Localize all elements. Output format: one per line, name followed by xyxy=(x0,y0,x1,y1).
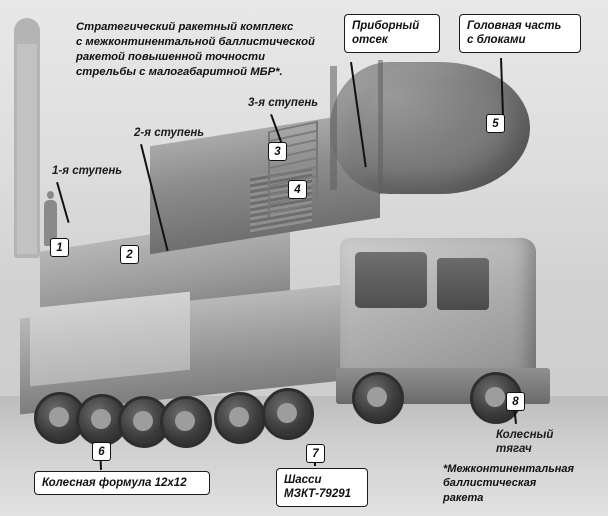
diagram-title: Стратегический ракетный комплекс с межко… xyxy=(76,21,315,79)
callout-label-wheel-tractor: Колесный тягач xyxy=(496,429,554,456)
wheel-4 xyxy=(160,396,212,448)
missile-band-1 xyxy=(330,66,337,190)
callout-number-warhead-section[interactable]: 5 xyxy=(486,114,505,133)
callout-box-wheel-formula[interactable]: Колесная формула 12х12 xyxy=(34,471,210,496)
wheel-6 xyxy=(262,388,314,440)
cab-windshield xyxy=(355,252,427,308)
callout-label-stage1: 1-я ступень xyxy=(52,165,123,177)
callout-box-warhead-section[interactable]: Головная часть с блоками xyxy=(459,14,581,53)
cab-side-window xyxy=(437,258,489,310)
callout-number-stage1[interactable]: 1 xyxy=(50,238,69,257)
wheel-5 xyxy=(214,392,266,444)
callout-box-chassis[interactable]: Шасси МЗКТ-79291 xyxy=(276,468,368,507)
callout-label-stage3: 3-я ступень xyxy=(248,97,319,109)
missile-ladder-detail xyxy=(268,120,318,218)
callout-box-instrument-bay[interactable]: Приборный отсек xyxy=(344,14,440,53)
callout-number-chassis[interactable]: 7 xyxy=(306,444,325,463)
wheel-7 xyxy=(352,372,404,424)
callout-number-stage2[interactable]: 2 xyxy=(120,245,139,264)
callout-number-wheel-formula[interactable]: 6 xyxy=(92,442,111,461)
callout-number-instrument-bay[interactable]: 4 xyxy=(288,180,307,199)
scale-missile-silhouette xyxy=(14,18,40,258)
callout-number-wheel-tractor[interactable]: 8 xyxy=(506,392,525,411)
diagram-footnote: *Межконтинентальная баллистическая ракет… xyxy=(443,463,575,504)
callout-label-stage2: 2-я ступень xyxy=(134,127,205,139)
callout-number-stage3[interactable]: 3 xyxy=(268,142,287,161)
missile-band-2 xyxy=(378,60,383,194)
scale-human-silhouette xyxy=(44,191,57,246)
